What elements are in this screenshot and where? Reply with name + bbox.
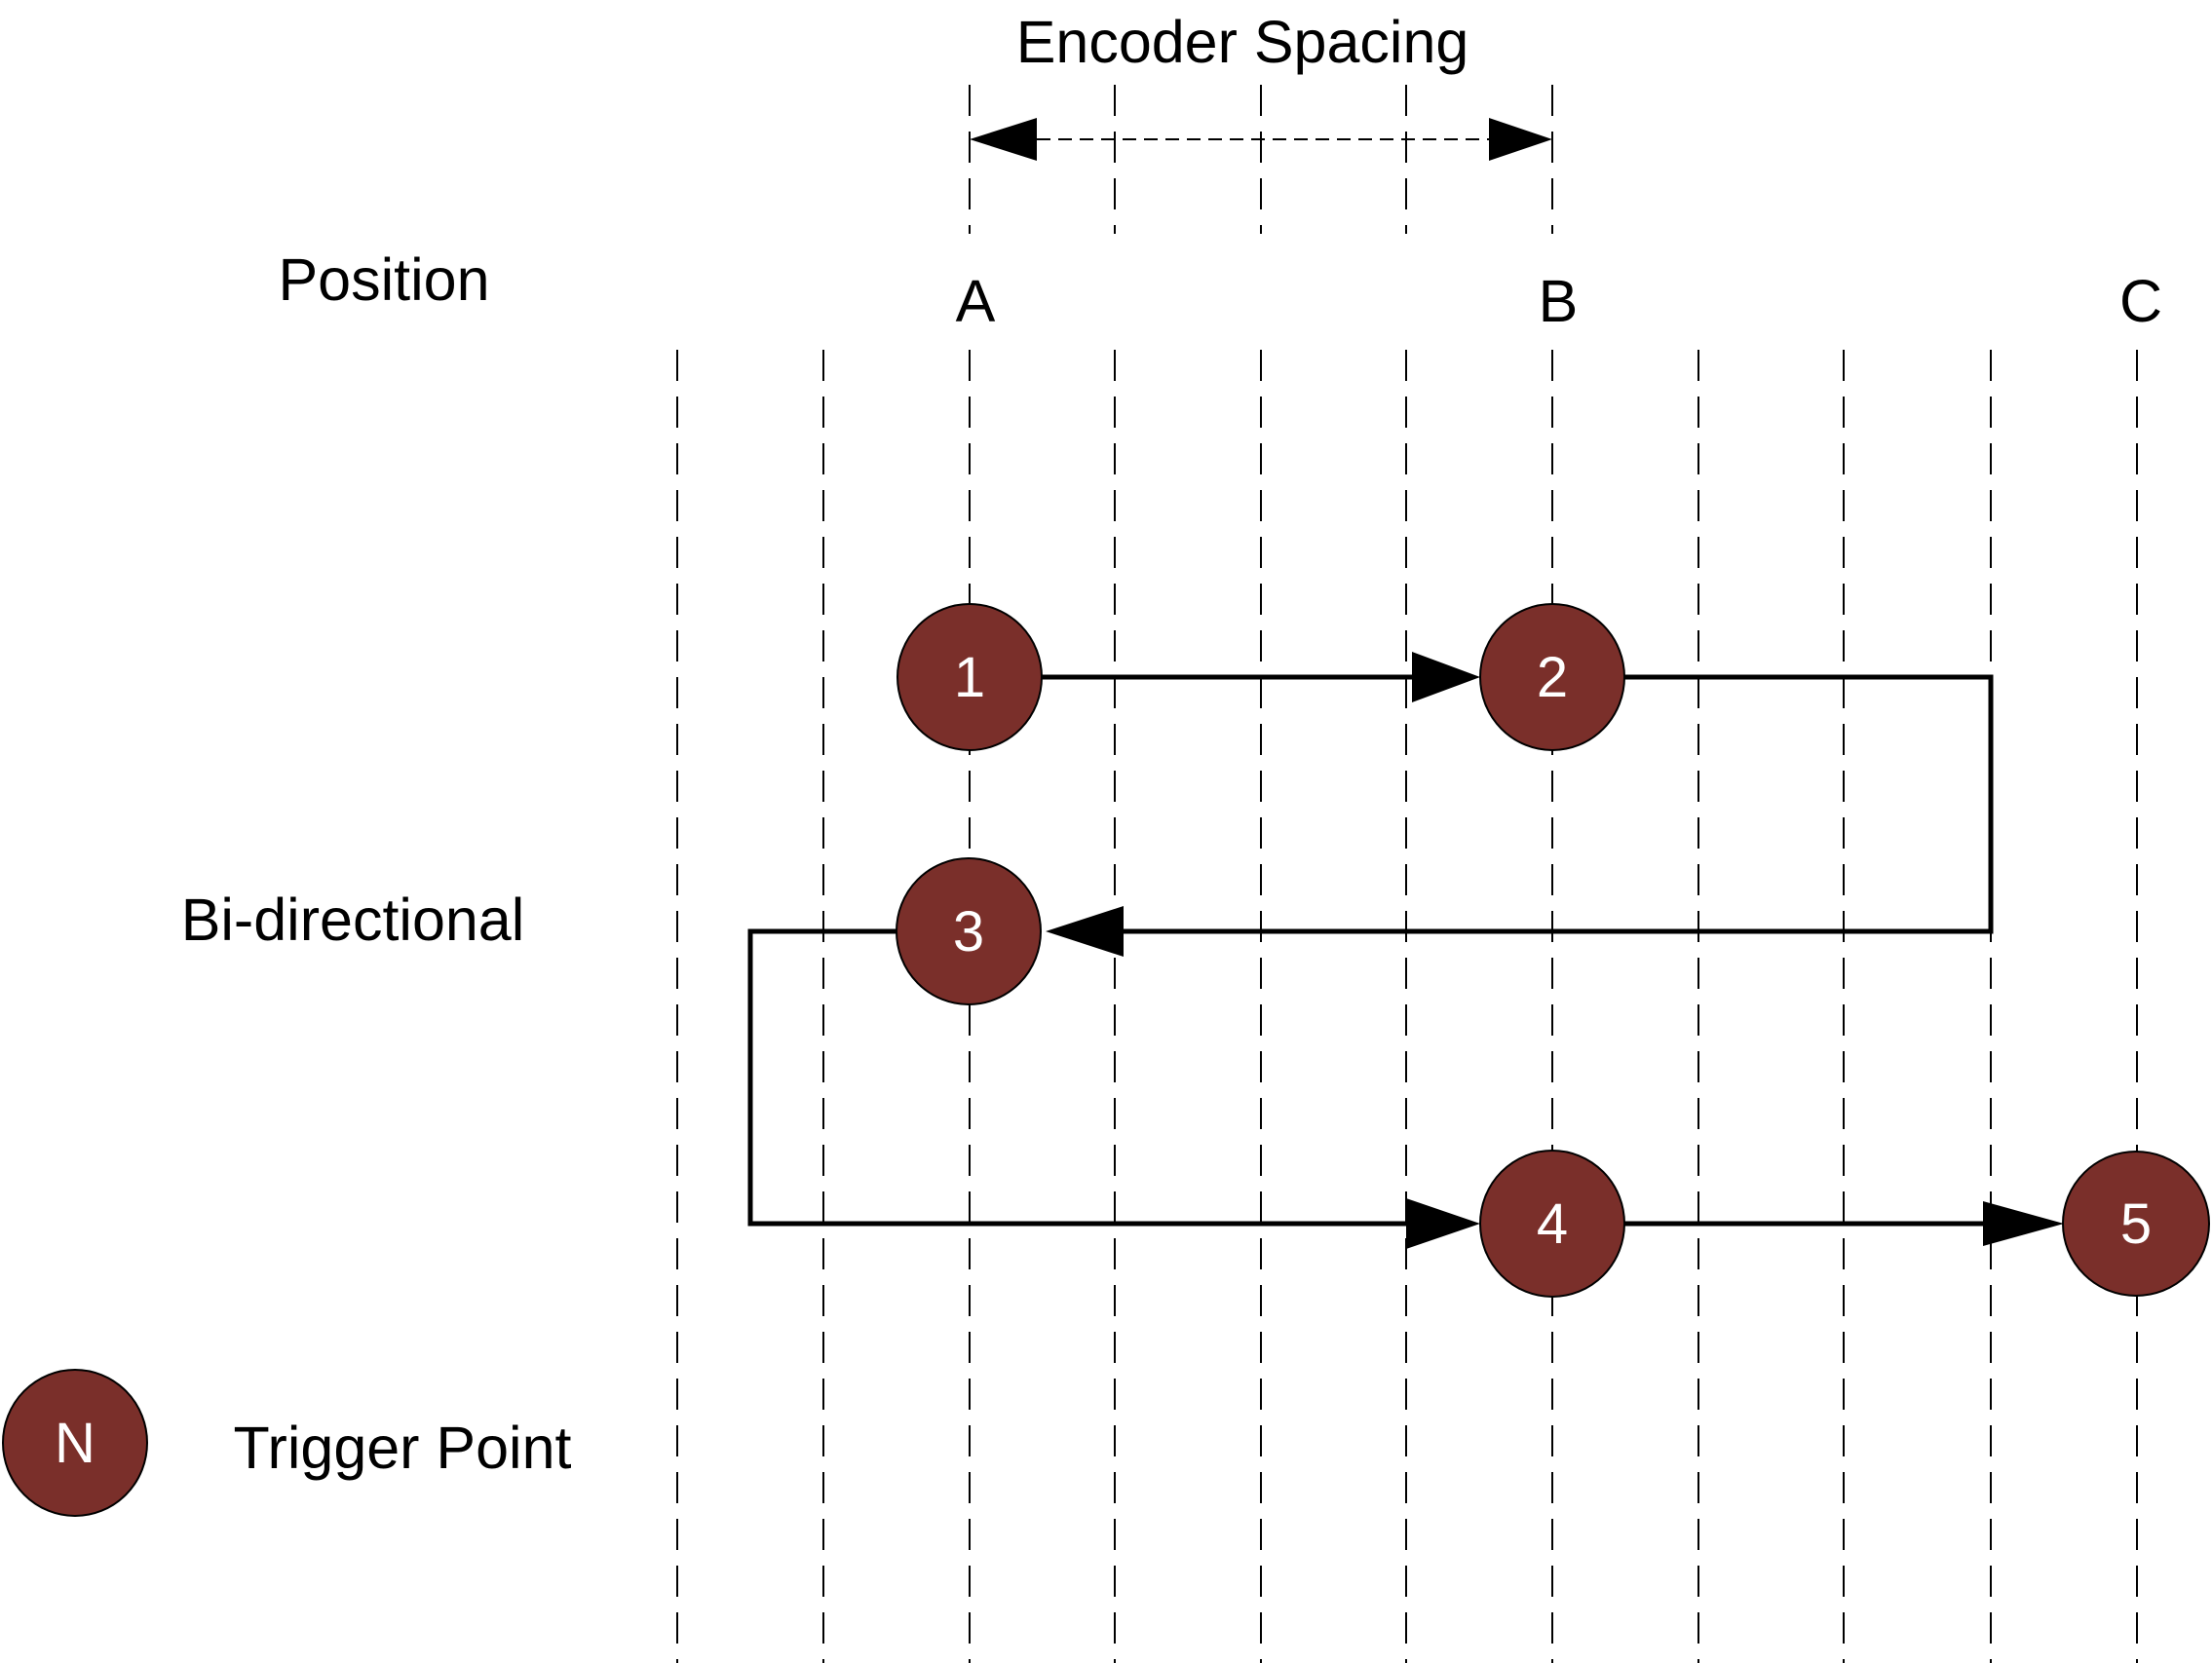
trigger-point-number: 3 — [953, 900, 984, 964]
trigger-point-5: 5 — [2062, 1151, 2210, 1297]
arrowhead-into-2 — [1412, 652, 1480, 702]
trigger-point-2: 2 — [1479, 603, 1625, 751]
trigger-point-circle — [2062, 1151, 2210, 1297]
arrowhead-into-3 — [1046, 906, 1124, 957]
trigger-point-circle — [896, 857, 1042, 1005]
position-label: Position — [278, 246, 489, 313]
motion-path — [747, 674, 1994, 1227]
trigger-point-4: 4 — [1479, 1150, 1625, 1298]
trigger-point-number: 4 — [1537, 1192, 1568, 1256]
trigger-point-circle — [1479, 1150, 1625, 1298]
encoder-grid-lines — [676, 350, 2138, 1663]
trigger-point-circle — [1479, 603, 1625, 751]
encoder-spacing-dimension — [970, 118, 1552, 161]
encoder-spacing-right-arrowhead — [1489, 118, 1552, 161]
encoder-spacing-left-arrowhead — [970, 118, 1037, 161]
trigger-point-3: 3 — [896, 857, 1042, 1005]
path-arrowheads — [1046, 652, 2064, 1249]
path-segment-3-to-4 — [747, 928, 1413, 1227]
position-label-b: B — [1539, 268, 1579, 334]
arrowhead-into-5 — [1983, 1201, 2064, 1246]
trigger-point-circle — [896, 603, 1043, 751]
trigger-point-number: 1 — [954, 646, 985, 709]
position-label-c: C — [2119, 268, 2162, 334]
legend-trigger-symbol — [2, 1369, 148, 1517]
position-label-a: A — [956, 268, 996, 334]
arrowhead-into-4 — [1406, 1198, 1480, 1249]
encoder-spacing-ticks — [969, 85, 1553, 234]
legend-text: Trigger Point — [234, 1415, 572, 1481]
legend: N Trigger Point — [2, 1369, 572, 1517]
path-segment-2-to-3 — [1116, 674, 1994, 934]
encoder-spacing-title: Encoder Spacing — [1016, 9, 1469, 75]
trigger-point-number: 2 — [1537, 646, 1568, 709]
bi-directional-label: Bi-directional — [181, 887, 525, 953]
trigger-point-1: 1 — [896, 603, 1043, 751]
trigger-point-number: 5 — [2120, 1192, 2152, 1256]
legend-symbol-letter: N — [55, 1412, 95, 1475]
